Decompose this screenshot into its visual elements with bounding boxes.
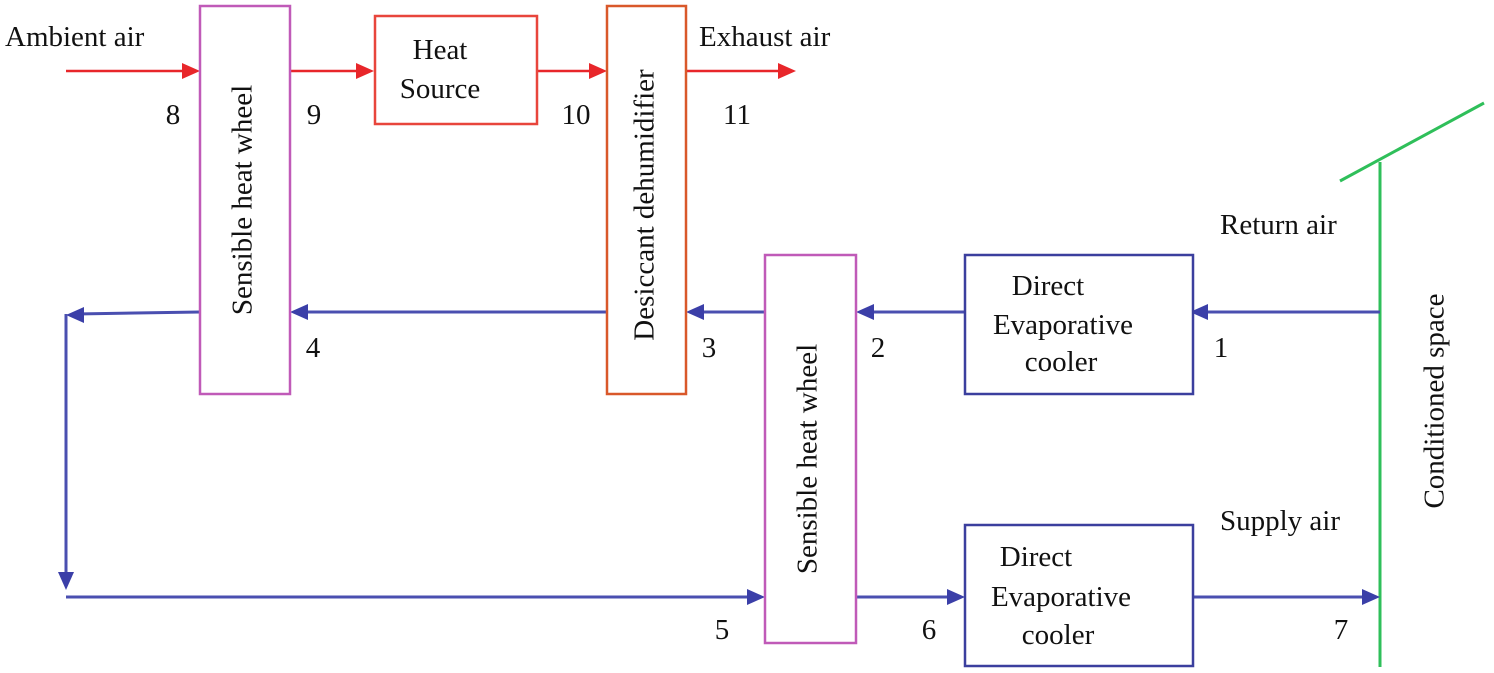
heat-wheel-top-label: Sensible heat wheel	[227, 85, 259, 315]
ambient-air-label: Ambient air	[5, 21, 145, 53]
state-11: 11	[723, 99, 751, 131]
desiccant-label: Desiccant dehumidifier	[629, 69, 661, 341]
sensible-heat-wheel-top	[198, 4, 292, 396]
state-3: 3	[702, 332, 717, 364]
heat-source-label-line2: Source	[400, 73, 481, 105]
arrow-head	[686, 304, 704, 320]
cooler-bottom-line3: cooler	[1022, 619, 1095, 651]
state-7: 7	[1334, 614, 1349, 646]
supply-air-label: Supply air	[1220, 505, 1340, 537]
state-9: 9	[307, 99, 322, 131]
cooler-top-line1: Direct	[1012, 270, 1084, 302]
conditioned-space-roof	[1339, 101, 1485, 183]
evaporative-cooler-bottom-box	[963, 523, 1195, 668]
flow-line-to-return	[75, 310, 201, 316]
evaporative-cooler-top-box	[963, 253, 1195, 396]
arrow-head	[747, 589, 765, 605]
arrow-head	[290, 304, 308, 320]
return-air-label: Return air	[1220, 209, 1337, 241]
arrow-head	[1190, 304, 1208, 320]
state-10: 10	[562, 99, 591, 131]
exhaust-air-label: Exhaust air	[699, 21, 831, 53]
state-4: 4	[306, 332, 321, 364]
state-6: 6	[922, 614, 937, 646]
state-8: 8	[166, 99, 181, 131]
cooler-top-line3: cooler	[1025, 346, 1098, 378]
cooler-bottom-line1: Direct	[1000, 541, 1072, 573]
arrow-head	[356, 63, 374, 79]
state-2: 2	[871, 332, 886, 364]
heat-source-label-line1: Heat	[413, 34, 468, 66]
state-1: 1	[1214, 332, 1229, 364]
arrow-head	[856, 304, 874, 320]
arrow-head	[778, 63, 796, 79]
arrow-head	[1362, 589, 1380, 605]
heat-wheel-bottom-label: Sensible heat wheel	[792, 344, 824, 574]
arrow-head	[58, 572, 74, 590]
arrow-head	[182, 63, 200, 79]
conditioned-space-label: Conditioned space	[1419, 293, 1451, 508]
heat-source-box	[373, 14, 539, 126]
cooler-bottom-line2: Evaporative	[991, 581, 1131, 613]
cooler-top-line2: Evaporative	[993, 309, 1133, 341]
arrow-head	[947, 589, 965, 605]
arrow-head	[589, 63, 607, 79]
state-5: 5	[715, 614, 730, 646]
arrow-head	[66, 307, 84, 323]
desiccant-dehumidifier-box	[605, 4, 688, 396]
sensible-heat-wheel-bottom	[763, 253, 858, 645]
